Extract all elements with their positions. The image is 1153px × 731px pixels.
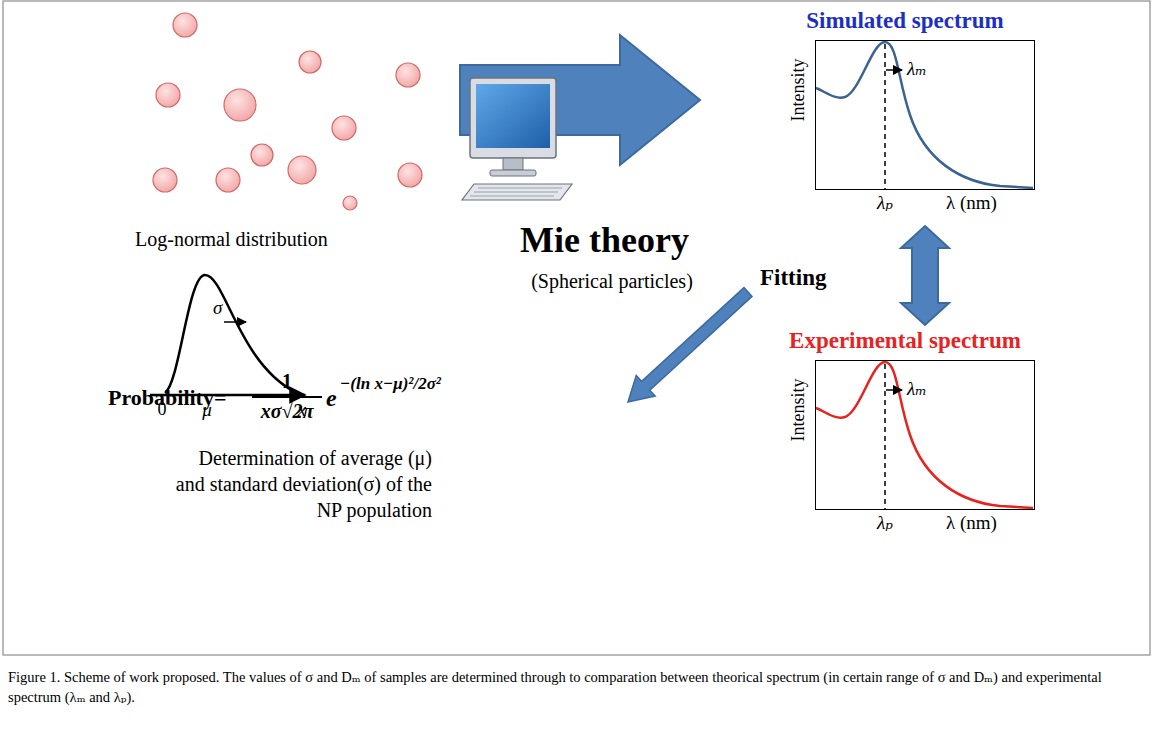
nanoparticles [153, 13, 422, 210]
axis-label: λ (nm) [946, 512, 997, 534]
formula-denominator: xσ√2π [261, 400, 314, 423]
block-arrow [628, 288, 752, 402]
note-text: Determination of average (μ) and standar… [167, 445, 432, 523]
figure-caption: Figure 1. Scheme of work proposed. The v… [8, 668, 1145, 707]
plot-title: Simulated spectrum [806, 8, 1003, 34]
plot-caption: Log-normal distribution [135, 228, 328, 251]
axis-tick: λₚ [877, 192, 893, 214]
axis-label: λ (nm) [946, 192, 997, 214]
formula-exponent: −(ln x−μ)²/2σ² [340, 374, 441, 394]
experimental-curve [816, 362, 1033, 509]
fraction-bar [252, 396, 322, 398]
axis-tick: λₚ [877, 512, 893, 534]
axis-label: Intensity [788, 379, 809, 442]
spectrum-plot: Experimental spectrumIntensity λₚ λ (nm) λₘ [760, 328, 1050, 543]
formula-numerator: 1 [282, 370, 292, 393]
method-title: Mie theory [520, 220, 689, 261]
formula-text: Probability= [108, 385, 226, 410]
lognormal-plot [150, 275, 305, 395]
simulated-curve [816, 42, 1033, 189]
marker-label: λₘ [907, 378, 927, 400]
math-symbol: σ [213, 297, 222, 319]
plot-title: Experimental spectrum [789, 328, 1021, 354]
method-subtitle: (Spherical particles) [531, 270, 693, 293]
block-arrow [460, 35, 700, 165]
marker-label: λₘ [907, 58, 927, 80]
figure-frame [3, 1, 1150, 655]
formula-base: e [326, 385, 337, 413]
axis-label: Intensity [788, 59, 809, 122]
spectrum-plot: Simulated spectrumIntensity λₚ λ (nm) λₘ [760, 8, 1050, 223]
double-arrow [901, 226, 949, 325]
computer-icon [462, 78, 572, 200]
step-label: Fitting [760, 265, 826, 291]
